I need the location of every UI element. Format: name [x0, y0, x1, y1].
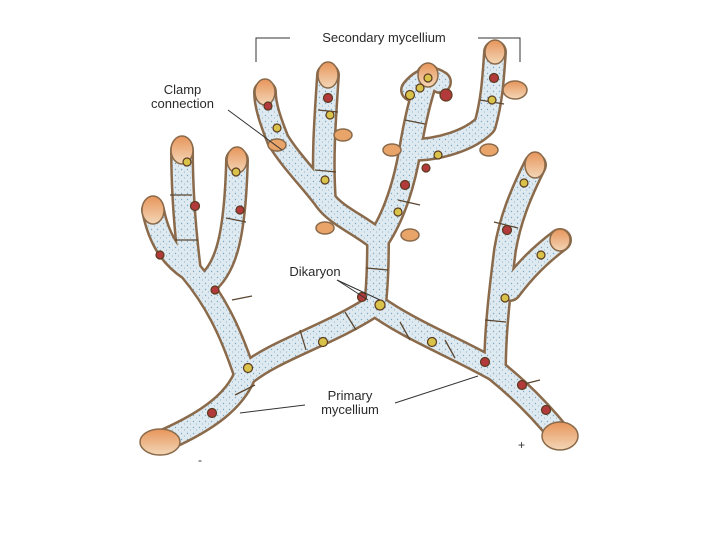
label-clamp-line1: Clamp [130, 83, 235, 97]
label-clamp-line2: connection [130, 97, 235, 111]
label-primary-line2: mycellium [300, 403, 400, 417]
label-primary-line1: Primary [300, 389, 400, 403]
label-clamp-connection: Clamp connection [130, 83, 235, 111]
label-dikaryon: Dikaryon [280, 265, 350, 279]
minus-sign: - [198, 453, 202, 467]
label-secondary-mycelium: Secondary mycellium [290, 31, 478, 45]
plus-sign: + [518, 438, 525, 452]
label-primary-mycelium: Primary mycellium [300, 389, 400, 417]
